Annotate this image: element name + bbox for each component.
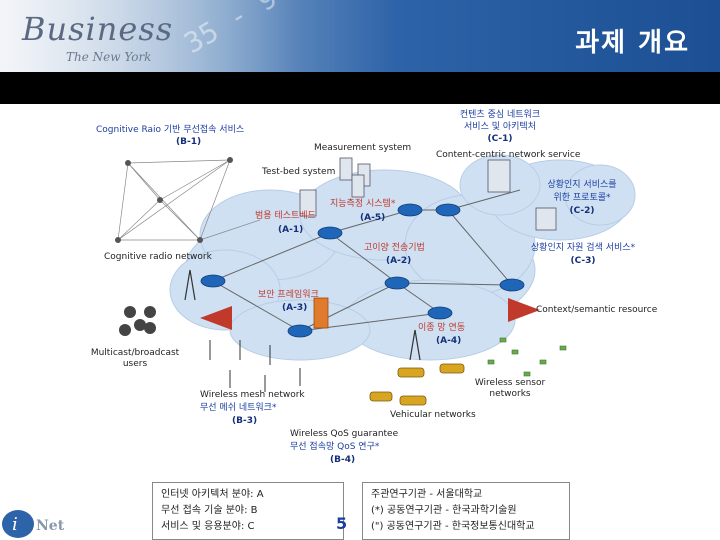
b3-label: (B-3) (232, 416, 258, 426)
sensor-network (487, 337, 567, 377)
vehicles (369, 363, 465, 406)
vehicular-label: Vehicular networks (390, 410, 476, 420)
qos-en-label: Wireless QoS guarantee (290, 429, 399, 439)
svg-text:i: i (12, 514, 18, 535)
multicast-users-label-1: Multicast/broadcast (90, 348, 180, 358)
b4-label: (B-4) (330, 455, 356, 465)
cognitive-radio-service-label: Cognitive Raio 기반 무선접속 서비스 (96, 125, 245, 135)
measurement-system-label: Measurement system (314, 143, 412, 153)
towers (184, 269, 421, 361)
legend-institutions: 주관연구기관 - 서울대학교 (*) 공동연구기관 - 한국과학기술원 (") … (362, 482, 570, 540)
wireless-sensor-label-2: networks (489, 389, 531, 399)
cognitive-radio-nodes (115, 157, 233, 243)
testbed-kr-label: 범용 테스트베드 (255, 211, 316, 221)
logo-text: Net (36, 518, 65, 534)
brand-subtitle: The New York (66, 50, 152, 64)
brand-logo-text: Business (22, 10, 174, 48)
content-centric-service-label: Content-centric network service (436, 150, 581, 160)
slide-title: 과제 개요 (575, 28, 690, 58)
cognitive-radio-links (117, 159, 261, 241)
a5-label: (A-5) (360, 213, 386, 223)
slide-header: Business The New York 35 - 9 과제 개요 (0, 0, 720, 72)
content-network-label-2: 서비스 및 아키텍처 (464, 122, 536, 132)
firewall (313, 297, 329, 329)
cognitive-radio-network-label: Cognitive radio network (104, 252, 212, 262)
a1-label: (A-1) (278, 225, 304, 235)
context-semantic-label: Context/semantic resource (536, 305, 658, 315)
c2-label: (C-2) (569, 206, 595, 216)
routers (200, 203, 525, 338)
wireless-sensor-label-1: Wireless sensor (474, 378, 546, 388)
qos-kr-label: 무선 접속망 QoS 연구* (290, 442, 380, 452)
a3-label: (A-3) (282, 303, 308, 313)
b1-label: (B-1) (176, 137, 202, 147)
c3-label: (C-3) (570, 256, 596, 266)
legend-field-b: 무선 접속 기술 분야: B (161, 505, 258, 516)
measurement-servers (299, 157, 557, 231)
banner-background-art (0, 0, 300, 72)
network-diagram (115, 154, 636, 406)
wireless-mesh-label: Wireless mesh network (200, 390, 305, 400)
security-label: 보안 프레임워크 (258, 290, 319, 300)
context-protocol-label-1: 상황인지 서비스를 (547, 180, 617, 190)
page-number: 5 (336, 514, 348, 533)
a2-label: (A-2) (386, 256, 412, 266)
legend-field-c: 서비스 및 응용분야: C (161, 521, 255, 532)
context-protocol-label-2: 위한 프로토콜* (553, 193, 611, 203)
legend-lead-institution: 주관연구기관 - 서울대학교 (371, 489, 483, 500)
header-dark-band (0, 72, 720, 104)
heterogeneous-label: 이종 망 연동 (418, 323, 466, 333)
legend-partner-kaist: (*) 공동연구기관 - 한국과학기술원 (371, 505, 517, 516)
highspeed-label: 고이양 전송기법 (364, 243, 425, 253)
context-arrows (200, 298, 540, 330)
mesh-network-nodes (209, 340, 301, 392)
multicast-users (119, 306, 156, 336)
intelligent-measure-label: 지능측정 시스템* (330, 199, 396, 209)
context-search-label: 상황인지 자원 검색 서비스* (530, 243, 636, 253)
legend-partner-icu: (") 공동연구기관 - 한국정보통신대학교 (371, 521, 535, 532)
a4-label: (A-4) (436, 336, 462, 346)
content-network-label-1: 컨텐츠 중심 네트워크 (459, 110, 541, 120)
wireless-mesh-kr-label: 무선 메쉬 네트워크* (200, 403, 277, 413)
testbed-system-label: Test-bed system (262, 167, 336, 177)
legend-field-a: 인터넷 아키텍처 분야: A (161, 489, 264, 500)
c1-label: (C-1) (487, 134, 513, 144)
multicast-users-label-2: users (122, 359, 148, 369)
inet-logo-icon: i Net (2, 510, 65, 538)
legend-fields: 인터넷 아키텍처 분야: A 무선 접속 기술 분야: B 서비스 및 응용분야… (152, 482, 344, 540)
